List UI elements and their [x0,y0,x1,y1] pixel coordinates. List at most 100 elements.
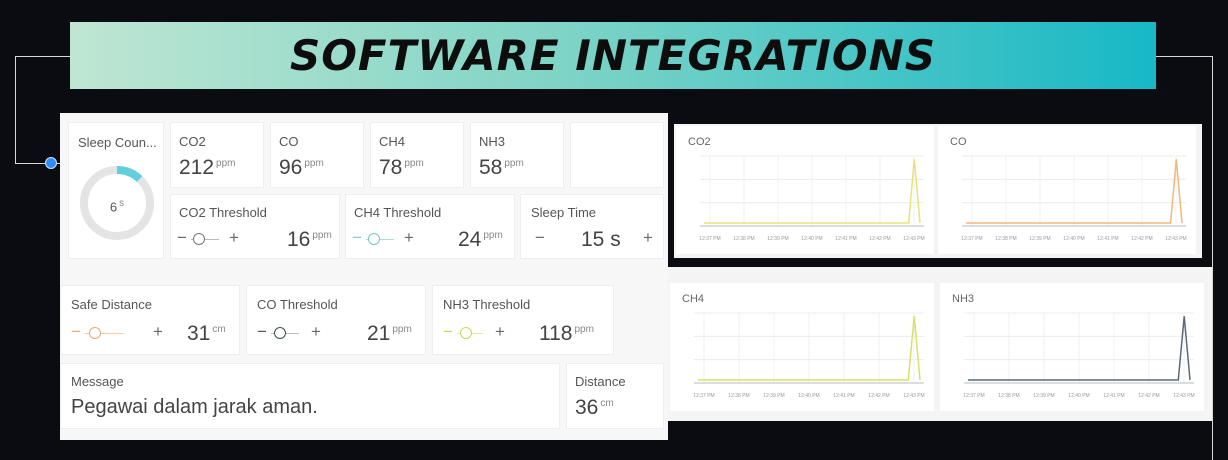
x-tick-label: 12:39 PM [1033,393,1054,399]
safe-distance-minus-button[interactable]: − [71,322,81,341]
empty-card [570,122,664,188]
ch4-threshold-plus-button[interactable]: + [404,228,414,247]
x-tick-label: 12:41 PM [835,236,856,242]
nh3-chart-title: NH3 [952,293,975,305]
x-tick-label: 12:42 PM [1131,236,1152,242]
safe-distance-track [85,333,123,334]
ch4-chart-title: CH4 [682,293,705,305]
nh3-chart-card: NH3 12:37 PM 12:38 PM 12:39 PM 12:40 PM 12:4… [940,283,1204,411]
ch4-threshold-slider-knob[interactable] [368,233,380,245]
nh3-threshold-plus-button[interactable]: + [495,322,505,341]
co-chart: 12:37 PM 12:38 PM 12:39 PM 12:40 PM 12:41 PM… [961,155,1187,242]
co2-chart-card: CO2 12:37 PM 12:38 PM 12:39 PM 12:40 PM 12:4… [676,126,934,254]
co-threshold-slider-knob[interactable] [274,327,286,339]
x-tick-label: 12:42 PM [868,393,889,399]
x-tick-label: 12:42 PM [1138,393,1159,399]
co-chart-title: CO [950,136,967,148]
x-tick-label: 12:41 PM [1097,236,1118,242]
x-tick-label: 12:38 PM [998,393,1019,399]
co2-chart: 12:37 PM 12:38 PM 12:39 PM 12:40 PM 12:41 PM… [699,155,925,242]
x-tick-label: 12:43 PM [903,236,924,242]
nh3-threshold-slider-knob[interactable] [460,327,472,339]
series-line [968,316,1191,381]
x-tick-label: 12:38 PM [995,236,1016,242]
co2-threshold-slider-knob[interactable] [193,233,205,245]
x-tick-label: 12:37 PM [693,393,714,399]
sleep-time-plus-button[interactable]: + [643,228,653,247]
x-tick-label: 12:41 PM [1103,393,1124,399]
x-tick-label: 12:40 PM [1068,393,1089,399]
nh3-label: NH3 [479,134,506,149]
sleep-time-label: Sleep Time [531,205,597,220]
x-tick-label: 12:38 PM [733,236,754,242]
ch4-threshold-track [366,239,394,240]
message-label: Message [71,374,124,389]
x-tick-label: 12:37 PM [963,393,984,399]
x-tick-label: 12:39 PM [767,236,788,242]
ch4-label: CH4 [379,134,406,149]
x-tick-label: 12:37 PM [699,236,720,242]
nh3-threshold-minus-button[interactable]: − [443,322,453,341]
message-card: Message Pegawai dalam jarak aman. [60,363,560,429]
x-tick-label: 12:39 PM [763,393,784,399]
co2-threshold-plus-button[interactable]: + [229,228,239,247]
co-label: CO [279,134,299,149]
co2-threshold-label: CO2 Threshold [179,205,267,220]
safe-distance-slider-knob[interactable] [89,327,101,339]
co-threshold-minus-button[interactable]: − [257,322,267,341]
banner-title: SOFTWARE INTEGRATIONS [289,31,937,80]
x-tick-label: 12:37 PM [961,236,982,242]
x-tick-label: 12:39 PM [1029,236,1050,242]
x-tick-label: 12:43 PM [1173,393,1194,399]
safe-distance-plus-button[interactable]: + [153,322,163,341]
x-tick-label: 12:40 PM [798,393,819,399]
x-tick-label: 12:40 PM [1063,236,1084,242]
nh3-threshold-label: NH3 Threshold [443,297,531,312]
sleep-counter-gauge [80,166,154,240]
sleep-time-minus-button[interactable]: − [535,228,545,247]
connector-right [1156,56,1213,460]
x-tick-label: 12:41 PM [833,393,854,399]
series-line [704,159,921,224]
co2-threshold-minus-button[interactable]: − [177,228,187,247]
x-tick-label: 12:43 PM [903,393,924,399]
nh3-chart: 12:37 PM 12:38 PM 12:39 PM 12:40 PM 12:41 PM… [963,312,1195,399]
co-chart-card: CO 12:37 PM 12:38 PM 12:39 PM 12:40 PM 12:41… [938,126,1196,254]
series-line [966,159,1183,224]
connector-dot [45,157,57,169]
co2-threshold-track [191,239,219,240]
co2-chart-title: CO2 [688,136,711,148]
x-tick-label: 12:42 PM [869,236,890,242]
title-banner: SOFTWARE INTEGRATIONS [70,22,1156,89]
x-tick-label: 12:40 PM [801,236,822,242]
ch4-threshold-minus-button[interactable]: − [352,228,362,247]
x-tick-label: 12:43 PM [1165,236,1186,242]
connector-left [15,56,71,164]
sleep-time-card: Sleep Time − 15 s + [520,194,664,259]
co-threshold-plus-button[interactable]: + [311,322,321,341]
